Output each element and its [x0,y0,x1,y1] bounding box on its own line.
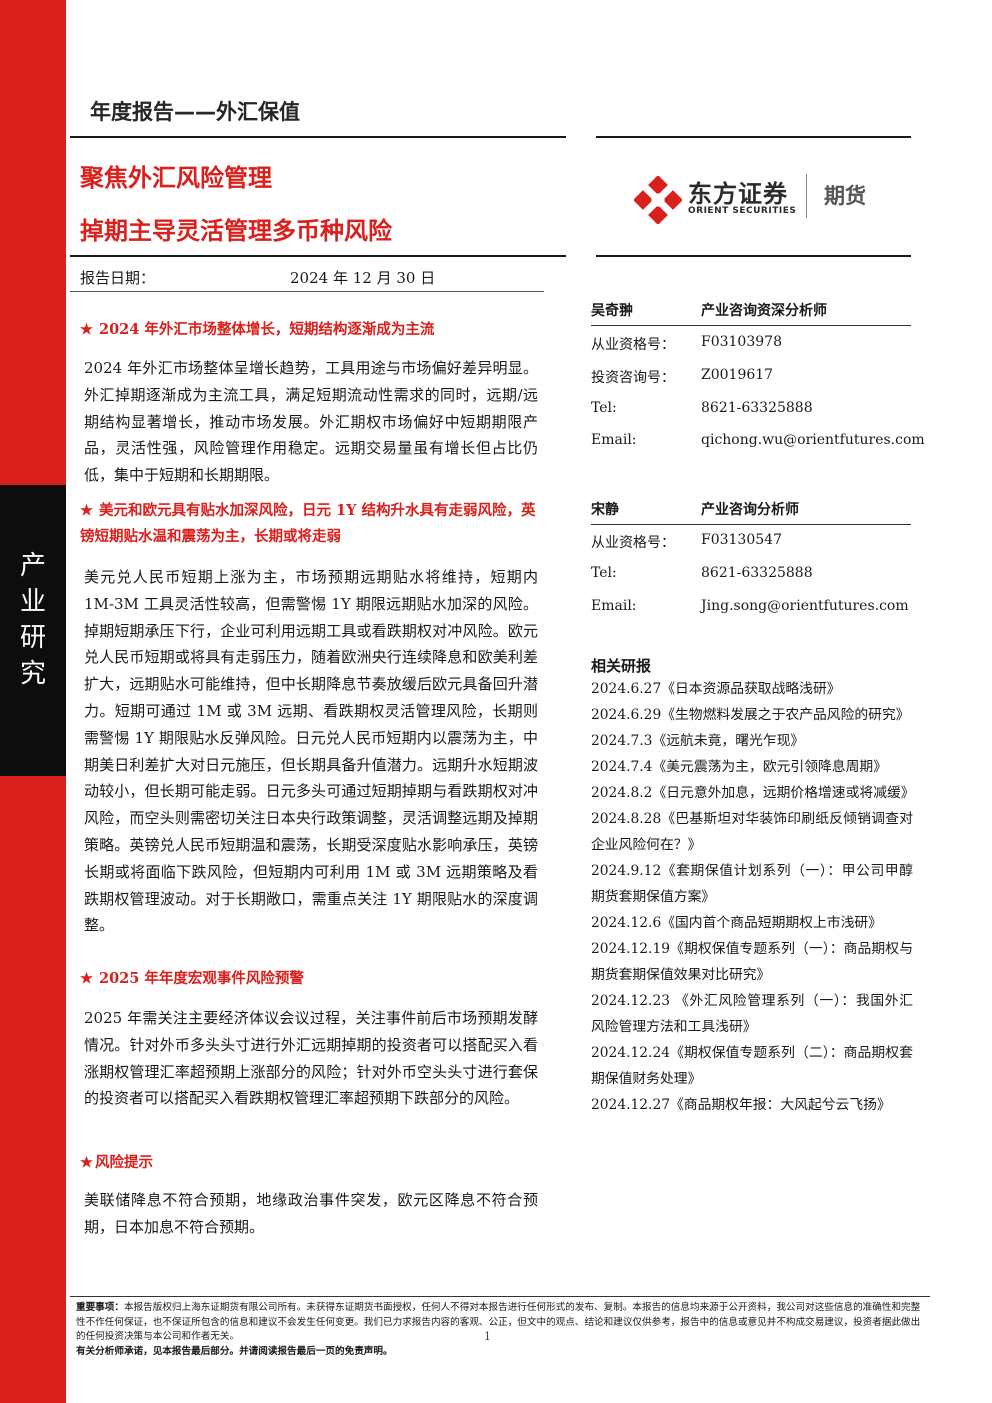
page-number: 1 [484,1330,491,1343]
header-rule-left [70,136,566,138]
analyst-field: Email: Jing.song@orientfutures.com [591,598,911,620]
email-link[interactable]: qichong.wu@orientfutures.com [701,432,925,448]
related-report-link[interactable]: 2024.12.24《期权保值专题系列（二）：商品期权套期保值财务处理》 [591,1045,913,1087]
analyst-role: 产业咨询资深分析师 [701,303,827,319]
section-heading: ★ 2024 年外汇市场整体增长，短期结构逐渐成为主流 [80,317,540,343]
title-rule-left [70,255,566,257]
related-report-link[interactable]: 2024.8.28《巴基斯坦对华装饰印刷纸反倾销调查对企业风险何在？》 [591,811,913,853]
related-report-link[interactable]: 2024.7.3《远航未竟，曙光乍现》 [591,733,805,749]
field-label: 投资咨询号： [591,370,675,386]
related-report-link[interactable]: 2024.7.4《美元震荡为主，欧元引领降息周期》 [591,759,887,775]
disclaimer-label: 重要事项： [76,1302,124,1313]
date-rule [70,291,544,292]
related-report-link[interactable]: 2024.12.6《国内首个商品短期期权上市浅研》 [591,915,882,931]
related-report-link[interactable]: 2024.12.19《期权保值专题系列（一）：商品期权与期货套期保值效果对比研究… [591,941,913,983]
related-report-link[interactable]: 2024.12.27《商品期权年报：大风起兮云飞扬》 [591,1097,891,1113]
category-label: 产 业 研 究 [0,548,66,692]
analyst-name: 吴奇翀 [591,303,633,319]
section-body: 2025 年需关注主要经济体议会议过程，关注事件前后市场预期发酵情况。针对外币多… [84,1009,538,1108]
analyst-name: 宋静 [591,502,619,518]
title-rule-right [596,255,911,257]
section-heading-text: 美元和欧元具有贴水加深风险，日元 1Y 结构升水具有走弱风险，英镑短期贴水温和震… [80,502,536,545]
related-report-link[interactable]: 2024.6.29《生物燃料发展之于农产品风险的研究》 [591,707,910,723]
field-label: Tel: [591,565,617,581]
category-char: 研 [19,623,46,653]
related-reports-title: 相关研报 [591,657,652,675]
field-value: F03130547 [701,532,782,548]
analyst-field: 从业资格号： F03130547 [591,532,911,554]
related-report-link[interactable]: 2024.6.27《日本资源品获取战略浅研》 [591,681,841,697]
related-report-link[interactable]: 2024.8.2《日元意外加息，远期价格增速或将减缓》 [591,785,915,801]
field-label: Email: [591,432,637,448]
logo-division: 期货 [824,184,866,208]
section-body: 美元兑人民币短期上涨为主，市场预期远期贴水将维持，短期内 1M-3M 工具灵活性… [84,568,538,935]
report-title-line1: 聚焦外汇风险管理 [80,164,272,192]
disclaimer-text: 本报告版权归上海东证期货有限公司所有。未获得东证期货书面授权，任何人不得对本报告… [76,1302,921,1342]
field-label: Email: [591,598,637,614]
section-body: 美联储降息不符合预期，地缘政治事件突发，欧元区降息不符合预期，日本加息不符合预期… [84,1191,538,1236]
section-heading: ★风险提示 [80,1150,540,1176]
analyst-field: Tel: 8621-63325888 [591,565,911,587]
section-body: 2024 年外汇市场整体呈增长趋势，工具用途与市场偏好差异明显。外汇掉期逐渐成为… [84,359,538,485]
logo-divider [806,174,807,218]
analyst-header: 吴奇翀 产业咨询资深分析师 [591,300,911,322]
report-type: 年度报告——外汇保值 [90,100,300,124]
related-reports-list: 2024.6.27《日本资源品获取战略浅研》 2024.6.29《生物燃料发展之… [591,676,915,1118]
footer-rule [70,1296,930,1297]
analyst-field: Tel: 8621-63325888 [591,400,911,422]
section-heading: ★美元和欧元具有贴水加深风险，日元 1Y 结构升水具有走弱风险，英镑短期贴水温和… [80,498,540,550]
field-value: 8621-63325888 [701,565,813,581]
report-title-line2: 掉期主导灵活管理多币种风险 [80,217,392,245]
header-rule-right [596,136,911,138]
field-value: Z0019617 [701,367,774,383]
star-icon: ★ [80,1154,93,1171]
logo-name-en: ORIENT SECURITIES [688,206,797,216]
field-label: 从业资格号： [591,337,675,353]
analyst-rule [591,325,911,326]
analyst-header: 宋静 产业咨询分析师 [591,499,911,521]
star-icon: ★ [80,321,93,338]
disclaimer: 重要事项：本报告版权归上海东证期货有限公司所有。未获得东证期货书面授权，任何人不… [76,1301,928,1359]
section-heading-text: 2025 年年度宏观事件风险预警 [99,970,304,987]
category-char: 产 [19,551,46,581]
logo-name-cn: 东方证券 [688,180,788,208]
field-value: F03103978 [701,334,782,350]
category-char: 究 [19,659,46,689]
date-label: 报告日期： [80,269,156,287]
analyst-rule [591,524,911,525]
field-value: 8621-63325888 [701,400,813,416]
left-category-band [0,485,66,776]
section-heading: ★ 2025 年年度宏观事件风险预警 [80,966,540,992]
email-link[interactable]: Jing.song@orientfutures.com [701,598,909,614]
analyst-field: Email: qichong.wu@orientfutures.com [591,432,925,454]
analyst-note: 有关分析师承诺，见本报告最后部分。并请阅读报告最后一页的免责声明。 [76,1345,393,1357]
related-report-link[interactable]: 2024.9.12《套期保值计划系列（一）：甲公司甲醇期货套期保值方案》 [591,863,913,905]
field-label: 从业资格号： [591,535,675,551]
date-value: 2024 年 12 月 30 日 [290,269,436,287]
analyst-role: 产业咨询分析师 [701,502,799,518]
analyst-field: 投资咨询号： Z0019617 [591,367,911,389]
star-icon: ★ [80,970,93,987]
analyst-field: 从业资格号： F03103978 [591,334,911,356]
orient-securities-logo-icon [634,176,682,224]
related-report-link[interactable]: 2024.12.23 《外汇风险管理系列（一）：我国外汇风险管理方法和工具浅研》 [591,993,913,1035]
field-label: Tel: [591,400,617,416]
star-icon: ★ [80,502,93,519]
section-heading-text: 风险提示 [95,1154,153,1171]
category-char: 业 [19,587,46,617]
section-heading-text: 2024 年外汇市场整体增长，短期结构逐渐成为主流 [99,321,435,338]
